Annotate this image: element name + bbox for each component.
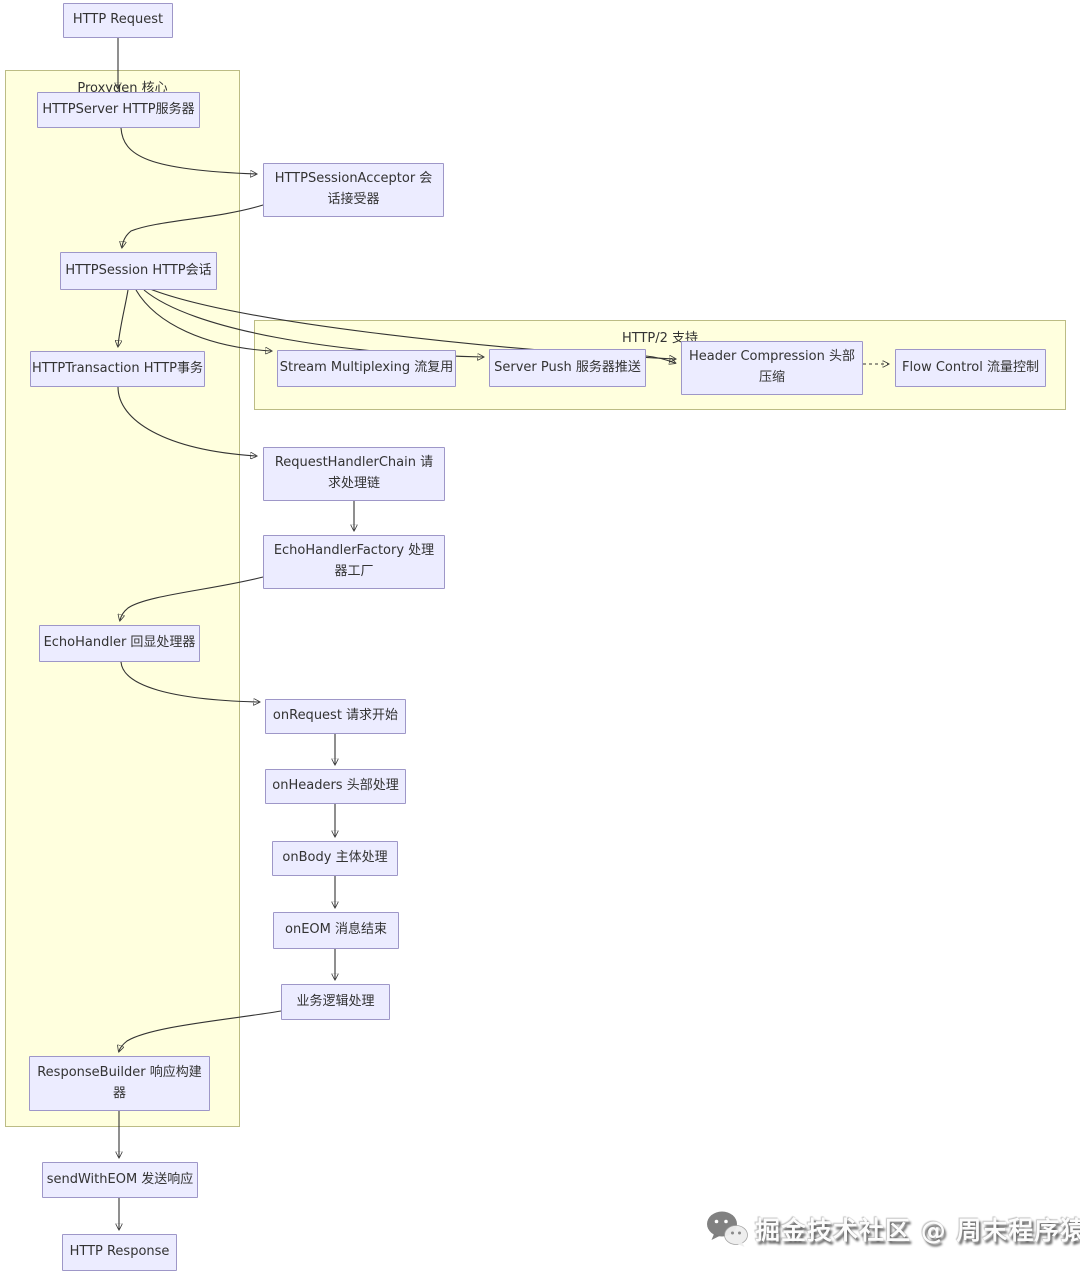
node-on-eom: onEOM 消息结束 — [273, 912, 399, 949]
node-on-headers: onHeaders 头部处理 — [265, 769, 406, 804]
edge-http-server-session-acceptor — [120, 127, 256, 174]
node-business-logic: 业务逻辑处理 — [281, 984, 390, 1020]
edge-http-session-http-transaction — [118, 289, 129, 346]
edge-echo-handler-on-request — [120, 661, 259, 702]
node-stream-multiplexing: Stream Multiplexing 流复用 — [277, 350, 456, 387]
node-echo-handler-factory: EchoHandlerFactory 处理器工厂 — [263, 535, 445, 589]
watermark: 掘金技术社区 @ 周末程序猿 — [706, 1206, 1080, 1252]
edge-http-transaction-request-handler-chain — [117, 386, 256, 456]
node-header-compression: Header Compression 头部压缩 — [681, 341, 863, 395]
edge-echo-handler-factory-echo-handler — [120, 576, 264, 620]
node-http-request: HTTP Request — [63, 3, 173, 38]
node-echo-handler: EchoHandler 回显处理器 — [39, 625, 200, 662]
edge-http-session-stream-multiplexing — [135, 289, 271, 351]
node-session-acceptor: HTTPSessionAcceptor 会话接受器 — [263, 163, 444, 217]
node-server-push: Server Push 服务器推送 — [489, 349, 646, 387]
node-http-response: HTTP Response — [62, 1234, 177, 1271]
edge-business-logic-response-builder — [119, 1010, 282, 1051]
node-response-builder: ResponseBuilder 响应构建器 — [29, 1056, 210, 1111]
node-request-handler-chain: RequestHandlerChain 请求处理链 — [263, 447, 445, 501]
node-http-session: HTTPSession HTTP会话 — [60, 252, 217, 290]
watermark-text: 掘金技术社区 @ 周末程序猿 — [755, 1216, 1080, 1245]
group-http2-support-label: HTTP/2 支持 — [621, 331, 699, 346]
edge-server-push-header-compression — [645, 355, 675, 363]
node-on-request: onRequest 请求开始 — [265, 699, 406, 734]
node-send-with-eom: sendWithEOM 发送响应 — [42, 1162, 198, 1198]
node-http-transaction: HTTPTransaction HTTP事务 — [30, 351, 205, 387]
edge-http-session-server-push — [143, 289, 483, 357]
node-on-body: onBody 主体处理 — [272, 841, 398, 876]
edge-session-acceptor-http-session — [122, 204, 264, 247]
wechat-icon — [707, 1211, 748, 1247]
node-http-server: HTTPServer HTTP服务器 — [37, 92, 200, 128]
node-flow-control: Flow Control 流量控制 — [895, 349, 1046, 387]
